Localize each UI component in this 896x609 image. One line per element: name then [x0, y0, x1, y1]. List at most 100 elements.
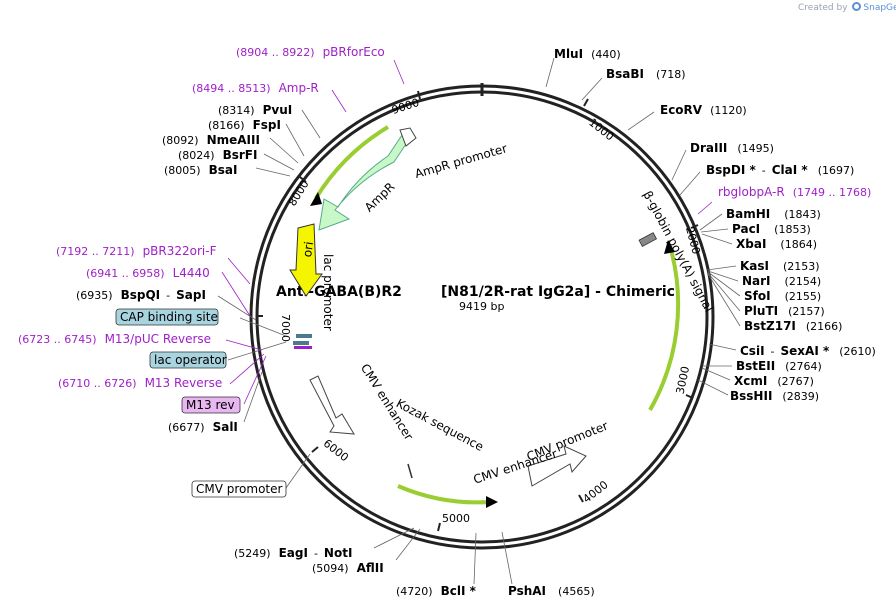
tick-label-6000: 6000	[321, 437, 351, 464]
leader-sfoi	[707, 271, 741, 297]
leader-m13rev	[229, 353, 265, 385]
ampr-promoter-feature[interactable]	[399, 127, 417, 147]
leader-xbai	[701, 233, 733, 245]
enzyme-sfoi[interactable]: SfoI(2155)	[744, 289, 821, 303]
enzyme-bstz17i[interactable]: BstZ17I(2166)	[744, 319, 842, 333]
orf-arrow-right-head	[664, 240, 675, 254]
leader-cmv-promoter	[285, 453, 311, 489]
enzyme-bspqi-sapi[interactable]: (6935)BspQI-SapI	[76, 288, 206, 302]
leader-nari	[707, 270, 739, 282]
enzyme-sali[interactable]: (6677)SalI	[168, 420, 238, 434]
leader-bsrfi	[263, 153, 295, 171]
tick-label-4000: 4000	[581, 478, 611, 505]
lac-operator-mark	[293, 341, 309, 345]
ori-feature[interactable]	[289, 223, 323, 297]
leader-bsabi	[581, 77, 603, 101]
primer-pbrforeco[interactable]: (8904 .. 8922)pBRforEco	[236, 45, 385, 59]
leader-m13puc	[225, 339, 263, 351]
enzyme-ecorv[interactable]: EcoRV(1120)	[660, 103, 747, 117]
tick-label-3000: 3000	[674, 365, 693, 395]
leader-ampr	[331, 89, 347, 113]
tick-label-7000: 7000	[279, 314, 292, 342]
orf-arrow-bottom[interactable]	[397, 484, 491, 505]
enzyme-bsai[interactable]: (8005)BsaI	[164, 163, 237, 177]
enzyme-csii-sexai[interactable]: CsiI-SexAI *(2610)	[740, 344, 876, 358]
ampr-feature[interactable]	[318, 131, 411, 231]
beta-globin-mark	[638, 232, 658, 247]
primer-leaders	[221, 59, 713, 405]
tick-mark-6000	[311, 446, 319, 453]
leader-aflii	[395, 528, 421, 561]
enzyme-mlui[interactable]: MluI(440)	[554, 47, 621, 61]
created-by-text: Created by	[798, 3, 848, 13]
leader-kasi	[706, 265, 737, 271]
primer-ampr[interactable]: (8494 .. 8513)Amp-R	[192, 81, 319, 95]
cmv-promoter-box[interactable]	[191, 480, 287, 498]
enzyme-bsabi[interactable]: BsaBI(718)	[606, 67, 686, 81]
snapgene-logo-icon	[852, 2, 862, 11]
enzyme-bsrfi[interactable]: (8024)BsrFI	[178, 148, 257, 162]
lac-promoter-label: lac promoter	[321, 254, 335, 331]
orf-arrow-right[interactable]	[648, 245, 681, 411]
leader-nmeaiii	[269, 137, 299, 164]
m13-rev-label: M13 rev	[186, 398, 235, 412]
tick-label-9000: 9000	[390, 96, 421, 117]
leader-bsshii	[697, 379, 729, 396]
primer-rbglobpa-r[interactable]: rbglobpA-R(1749 .. 1768)	[718, 185, 871, 199]
enzyme-eagi-noti[interactable]: (5249)EagI-NotI	[234, 546, 352, 560]
enzyme-nari[interactable]: NarI(2154)	[742, 274, 821, 288]
enzyme-bsshii[interactable]: BssHII(2839)	[730, 389, 819, 403]
leader-bstz17i	[707, 273, 741, 327]
enzyme-pvui[interactable]: (8314)PvuI	[218, 103, 292, 117]
primer-m13-reverse[interactable]: (6710 .. 6726)M13 Reverse	[58, 376, 222, 390]
leader-pluti	[707, 272, 741, 312]
enzyme-draiii[interactable]: DraIII(1495)	[690, 141, 774, 155]
leader-bamhi	[699, 213, 723, 231]
cmv-enhancer-1-feature[interactable]	[309, 375, 355, 435]
enzyme-xbai[interactable]: XbaI(1864)	[736, 237, 817, 251]
m13-rev-box[interactable]	[181, 396, 241, 414]
cmv-promoter-feature[interactable]	[527, 445, 587, 487]
tick-label-5000: 5000	[442, 512, 470, 525]
tick-mark-9000	[417, 90, 421, 100]
cmv-promoter-box-label: CMV promoter	[196, 482, 283, 496]
cap-binding-site-label: CAP binding site	[120, 310, 218, 324]
enzyme-bamhi[interactable]: BamHI(1843)	[726, 207, 821, 221]
tick-mark-8000	[299, 176, 307, 183]
enzyme-nmeaiii[interactable]: (8092)NmeAIII	[162, 133, 260, 147]
tick-mark-5000	[437, 522, 441, 532]
lac-operator-box[interactable]	[149, 351, 227, 369]
leader-pbrforeco	[393, 59, 405, 85]
enzyme-pluti[interactable]: PluTI(2157)	[744, 304, 825, 318]
primer-pbr322ori-f[interactable]: (7192 .. 7211)pBR322ori-F	[56, 244, 217, 258]
enzyme-pshai[interactable]: PshAI(4565)	[508, 584, 595, 598]
tick-mark-4000	[578, 494, 584, 503]
orf-arrow-left[interactable]	[314, 125, 390, 200]
enzyme-bspdi-clai[interactable]: BspDI *-ClaI *(1697)	[706, 163, 854, 177]
cap-binding-mark	[296, 334, 312, 338]
leader-noti	[373, 527, 415, 549]
leader-sali	[243, 371, 263, 423]
leader-cap	[239, 317, 287, 337]
enzyme-bsteii[interactable]: BstEII(2764)	[736, 359, 822, 373]
enzyme-bcli[interactable]: (4720)BclI *	[396, 584, 477, 598]
leader-pshai	[501, 531, 513, 585]
orf-arrow-left-head	[310, 192, 322, 206]
enzyme-aflii[interactable]: (5094)AflII	[312, 561, 384, 575]
leader-draiii	[671, 149, 687, 181]
plasmid-name: [N81/2R-rat IgG2a] - Chimeric	[441, 284, 675, 300]
leader-rbglobpa	[697, 201, 713, 215]
enzyme-kasi[interactable]: KasI(2153)	[740, 259, 820, 273]
orf-arrow-bottom-head	[486, 496, 498, 508]
leader-sexai	[708, 343, 737, 351]
primer-m13-puc-reverse[interactable]: (6723 .. 6745)M13/pUC Reverse	[18, 332, 211, 346]
ori-label: ori	[300, 241, 316, 258]
leader-bsai	[255, 167, 291, 177]
primer-l4440[interactable]: (6941 .. 6958)L4440	[86, 266, 210, 280]
enzyme-fspi[interactable]: (8166)FspI	[208, 118, 281, 132]
leader-pbr322ori	[227, 257, 251, 285]
cap-binding-site-box[interactable]	[115, 308, 219, 326]
enzyme-xcmi[interactable]: XcmI(2767)	[734, 374, 814, 388]
enzyme-paci[interactable]: PacI(1853)	[732, 222, 811, 236]
